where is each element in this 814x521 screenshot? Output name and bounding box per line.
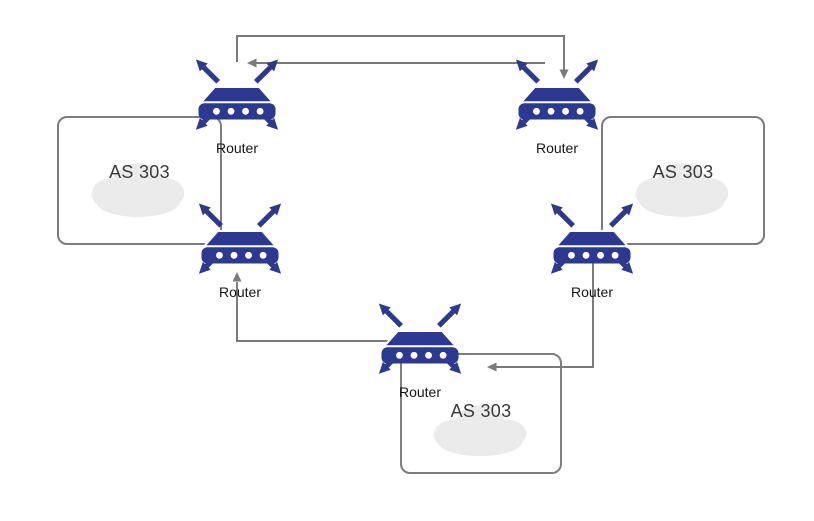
as-label-bottom: AS 303 (450, 401, 512, 421)
router-ports (568, 251, 619, 259)
as-label-left: AS 303 (109, 162, 170, 182)
router-icon (195, 59, 279, 130)
router-icon-slot (180, 195, 300, 284)
as-box-right[interactable]: AS 303 (601, 116, 765, 245)
router-icon-slot (497, 51, 617, 140)
router-icon (378, 303, 462, 374)
router-body (518, 85, 596, 120)
router-node-top-right[interactable]: Router (497, 51, 617, 156)
router-icon-slot (177, 51, 297, 140)
router-body (201, 229, 279, 264)
cloud-icon (91, 163, 185, 217)
router-label-mid-right: Router (570, 284, 614, 300)
router-icon (198, 203, 282, 274)
as-box-bottom[interactable]: AS 303 (400, 353, 562, 474)
router-icon-slot (360, 295, 480, 384)
router-node-bottom[interactable]: Router (360, 295, 480, 400)
as-cloud-left (79, 154, 197, 220)
as-label-right: AS 303 (652, 162, 714, 182)
router-node-mid-right[interactable]: Router (532, 195, 652, 300)
router-body (198, 85, 276, 120)
router-body (553, 229, 631, 264)
as-cloud-right (623, 154, 741, 220)
as-box-left[interactable]: AS 303 (57, 116, 222, 245)
router-ports (533, 107, 584, 115)
cloud-shape (91, 163, 185, 217)
router-label-top-left: Router (215, 140, 259, 156)
router-icon (550, 203, 634, 274)
router-label-bottom: Router (398, 384, 442, 400)
cloud-icon (433, 405, 527, 457)
router-node-mid-left[interactable]: Router (180, 195, 300, 300)
router-label-top-right: Router (535, 140, 579, 156)
as-cloud-bottom (421, 397, 539, 459)
router-ports (213, 107, 264, 115)
router-label-mid-left: Router (218, 284, 262, 300)
router-icon (515, 59, 599, 130)
router-ports (216, 251, 267, 259)
cloud-shape (635, 163, 729, 217)
router-body (381, 329, 459, 364)
router-icon-slot (532, 195, 652, 284)
router-node-top-left[interactable]: Router (177, 51, 297, 156)
router-ports (396, 351, 447, 359)
cloud-shape (433, 405, 527, 457)
cloud-icon (635, 163, 729, 217)
